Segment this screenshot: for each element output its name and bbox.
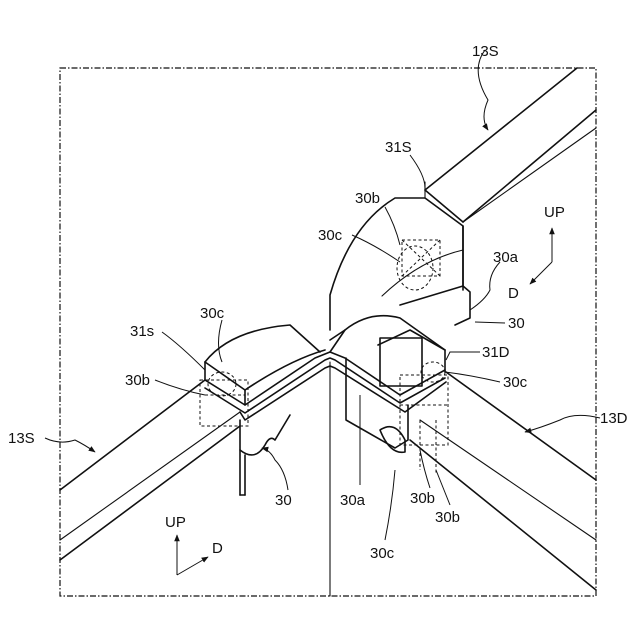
label-30-right: 30 [508, 315, 525, 332]
label-31s: 31s [130, 323, 154, 340]
rail-13D [410, 372, 596, 590]
label-31S: 31S [385, 139, 412, 156]
label-30b-top: 30b [355, 190, 380, 207]
direction-up-left: UP [165, 514, 186, 531]
label-30b-left: 30b [125, 372, 150, 389]
label-30c-bottom: 30c [370, 545, 395, 562]
label-13S-left: 13S [8, 430, 35, 447]
label-30b-lower1: 30b [410, 490, 435, 507]
rail-13S-upper [425, 68, 596, 222]
label-30a-right: 30a [493, 249, 519, 266]
label-30b-lower2: 30b [435, 509, 460, 526]
direction-d-right: D [508, 285, 519, 302]
label-30c-right: 30c [503, 374, 528, 391]
direction-indicator-left [177, 535, 208, 575]
direction-up-right: UP [544, 204, 565, 221]
label-30c-top: 30c [318, 227, 343, 244]
label-31D: 31D [482, 344, 510, 361]
label-30a-center: 30a [340, 492, 366, 509]
direction-d-left: D [212, 540, 223, 557]
rail-13S-left [60, 380, 240, 560]
label-13S-top: 13S [472, 43, 499, 60]
label-30-bottom: 30 [275, 492, 292, 509]
label-30c-left: 30c [200, 305, 225, 322]
connector-30-upper [330, 198, 470, 330]
label-13D: 13D [600, 410, 628, 427]
direction-indicator-right [530, 228, 552, 284]
